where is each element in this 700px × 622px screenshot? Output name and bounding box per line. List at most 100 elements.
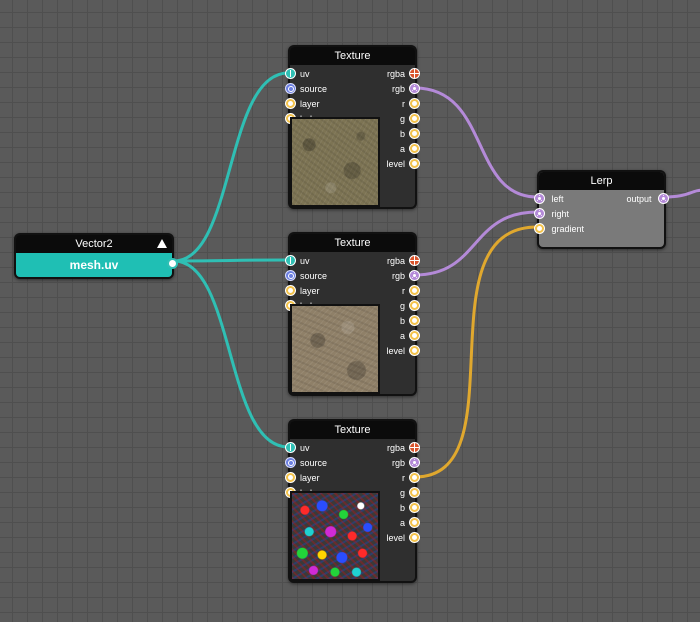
wire-texture1-rgb-to-lerp-left[interactable] <box>413 86 539 199</box>
rgba-port-icon[interactable] <box>409 68 420 80</box>
source-port-icon[interactable] <box>285 457 296 469</box>
wire-vector2-to-texture3-uv[interactable] <box>172 259 290 449</box>
texture-output-rgba[interactable]: rgba <box>387 441 420 455</box>
vector2-node-header[interactable]: Vector2 <box>16 235 172 253</box>
texture-output-rgba[interactable]: rgba <box>387 254 420 268</box>
port-label: a <box>399 518 405 528</box>
rgb-port-icon[interactable] <box>534 193 545 205</box>
wire-texture2-rgb-to-lerp-right[interactable] <box>413 210 539 277</box>
lerp-input-gradient[interactable]: gradient <box>534 222 584 236</box>
port-label: r <box>402 286 405 296</box>
texture-output-a[interactable]: a <box>400 142 420 156</box>
rgba-port-icon[interactable] <box>409 255 420 267</box>
port-label: rgba <box>386 69 405 79</box>
scalar-port-icon[interactable] <box>409 158 420 170</box>
scalar-port-icon[interactable] <box>285 98 296 110</box>
wire-vector2-to-texture2-uv[interactable] <box>172 258 290 263</box>
texture-output-b[interactable]: b <box>400 501 420 515</box>
scalar-port-icon[interactable] <box>409 472 420 484</box>
texture-input-layer[interactable]: layer <box>285 97 320 111</box>
texture-input-layer[interactable]: layer <box>285 471 320 485</box>
port-label: level <box>386 159 405 169</box>
texture-output-r[interactable]: r <box>402 471 420 485</box>
scalar-port-icon[interactable] <box>409 487 420 499</box>
texture-input-source[interactable]: source <box>285 456 327 470</box>
wire-texture3-r-to-lerp-gradient[interactable] <box>413 225 539 479</box>
texture-node-1[interactable]: Textureuvsourcelayerlodrgbargbrgbalevel <box>285 45 420 209</box>
texture-node-header[interactable]: Texture <box>290 421 415 439</box>
rgb-port-icon[interactable] <box>409 457 420 469</box>
texture-output-level[interactable]: level <box>386 344 420 358</box>
scalar-port-icon[interactable] <box>534 223 545 235</box>
scalar-port-icon[interactable] <box>409 345 420 357</box>
port-label: rgba <box>386 256 405 266</box>
texture-output-b[interactable]: b <box>400 127 420 141</box>
scalar-port-icon[interactable] <box>409 300 420 312</box>
scalar-port-icon[interactable] <box>409 128 420 140</box>
sand-rock-texture-preview <box>290 117 380 207</box>
texture-output-g[interactable]: g <box>400 112 420 126</box>
lerp-node-header[interactable]: Lerp <box>539 172 664 190</box>
uv-port-icon[interactable] <box>285 442 296 454</box>
vector2-value[interactable]: mesh.uv <box>16 253 172 277</box>
rgba-port-icon[interactable] <box>409 442 420 454</box>
scalar-port-icon[interactable] <box>409 532 420 544</box>
texture-input-uv[interactable]: uv <box>285 254 310 268</box>
texture-output-level[interactable]: level <box>386 531 420 545</box>
texture-output-b[interactable]: b <box>400 314 420 328</box>
uv-port-icon[interactable] <box>285 255 296 267</box>
texture-output-r[interactable]: r <box>402 97 420 111</box>
texture-node-3[interactable]: Textureuvsourcelayerlodrgbargbrgbalevel <box>285 419 420 583</box>
port-label: layer <box>300 286 320 296</box>
texture-input-source[interactable]: source <box>285 269 327 283</box>
lerp-input-left[interactable]: left <box>534 192 564 206</box>
scalar-port-icon[interactable] <box>409 113 420 125</box>
scalar-port-icon[interactable] <box>285 285 296 297</box>
scalar-port-icon[interactable] <box>409 98 420 110</box>
uv-port-icon[interactable] <box>285 68 296 80</box>
texture-node-header[interactable]: Texture <box>290 47 415 65</box>
scalar-port-icon[interactable] <box>409 330 420 342</box>
source-port-icon[interactable] <box>285 83 296 95</box>
scalar-port-icon[interactable] <box>409 315 420 327</box>
rgb-port-icon[interactable] <box>409 270 420 282</box>
texture-input-uv[interactable]: uv <box>285 441 310 455</box>
source-port-icon[interactable] <box>285 270 296 282</box>
port-label: g <box>399 114 405 124</box>
texture-output-rgb[interactable]: rgb <box>392 269 420 283</box>
texture-output-rgba[interactable]: rgba <box>387 67 420 81</box>
texture-output-g[interactable]: g <box>400 299 420 313</box>
vector2-node[interactable]: Vector2 mesh.uv <box>14 233 178 279</box>
triangle-up-icon[interactable] <box>157 239 167 248</box>
rgb-port-icon[interactable] <box>409 83 420 95</box>
vector2-output-port[interactable] <box>167 258 178 269</box>
scalar-port-icon[interactable] <box>409 143 420 155</box>
rgb-port-icon[interactable] <box>658 193 669 205</box>
texture-output-rgb[interactable]: rgb <box>392 456 420 470</box>
vector2-node-title: Vector2 <box>75 238 113 250</box>
scalar-port-icon[interactable] <box>409 517 420 529</box>
texture-output-a[interactable]: a <box>400 329 420 343</box>
port-label: rgb <box>391 271 405 281</box>
wire-lerp-output[interactable] <box>662 188 700 199</box>
texture-node-header[interactable]: Texture <box>290 234 415 252</box>
texture-node-2[interactable]: Textureuvsourcelayerlodrgbargbrgbalevel <box>285 232 420 396</box>
scalar-port-icon[interactable] <box>409 285 420 297</box>
texture-input-source[interactable]: source <box>285 82 327 96</box>
texture-output-r[interactable]: r <box>402 284 420 298</box>
port-label: r <box>402 99 405 109</box>
scalar-port-icon[interactable] <box>285 472 296 484</box>
texture-output-level[interactable]: level <box>386 157 420 171</box>
texture-output-g[interactable]: g <box>400 486 420 500</box>
texture-output-a[interactable]: a <box>400 516 420 530</box>
lerp-input-right[interactable]: right <box>534 207 569 221</box>
texture-output-rgb[interactable]: rgb <box>392 82 420 96</box>
port-label: g <box>399 488 405 498</box>
lerp-output-output[interactable]: output <box>626 192 669 206</box>
texture-input-layer[interactable]: layer <box>285 284 320 298</box>
wire-vector2-to-texture1-uv[interactable] <box>172 71 290 263</box>
texture-input-uv[interactable]: uv <box>285 67 310 81</box>
rgb-port-icon[interactable] <box>534 208 545 220</box>
lerp-node[interactable]: Lerp output left right gradient <box>534 170 669 249</box>
scalar-port-icon[interactable] <box>409 502 420 514</box>
